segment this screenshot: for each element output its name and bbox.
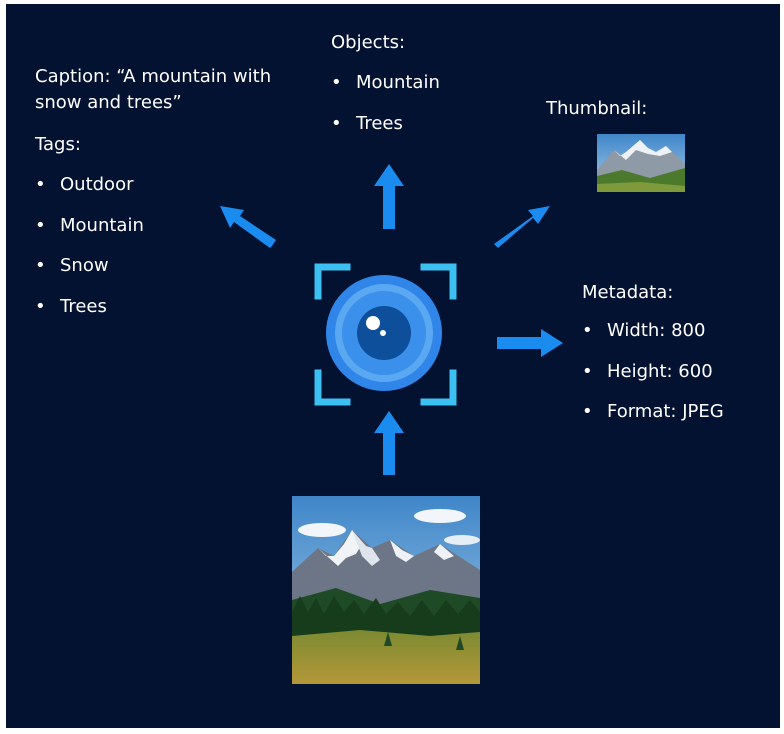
arrow-icon-up	[374, 164, 404, 229]
tags-heading: Tags:	[35, 132, 81, 158]
eye-lens-icon	[326, 275, 442, 391]
tags-list: •Outdoor •Mountain •Snow •Trees	[35, 172, 144, 334]
arrow-icon-right	[497, 329, 563, 357]
list-item: •Height: 600	[582, 359, 724, 400]
metadata-format: Format: JPEG	[607, 401, 724, 422]
tag-label: Snow	[60, 255, 109, 276]
mountain-photo-icon	[292, 496, 480, 684]
caption-text: Caption: “A mountain with snow and trees…	[35, 64, 275, 116]
object-label: Mountain	[356, 72, 440, 93]
thumbnail-heading: Thumbnail:	[546, 96, 647, 122]
metadata-width: Width: 800	[607, 320, 705, 341]
list-item: •Mountain	[331, 70, 440, 111]
arrow-icon-upper-right	[494, 206, 550, 248]
object-label: Trees	[356, 113, 403, 134]
metadata-heading: Metadata:	[582, 280, 673, 306]
tag-label: Outdoor	[60, 174, 134, 195]
list-item: •Trees	[331, 111, 440, 152]
tag-label: Trees	[60, 296, 107, 317]
metadata-list: •Width: 800 •Height: 600 •Format: JPEG	[582, 318, 724, 440]
objects-list: •Mountain •Trees	[331, 70, 440, 151]
thumbnail-image	[597, 134, 685, 192]
tag-label: Mountain	[60, 215, 144, 236]
list-item: •Width: 800	[582, 318, 724, 359]
list-item: •Outdoor	[35, 172, 144, 213]
arrow-icon-up-from-image	[374, 411, 404, 475]
arrow-icon-upper-left	[220, 206, 276, 248]
list-item: •Format: JPEG	[582, 399, 724, 440]
list-item: •Mountain	[35, 213, 144, 254]
objects-heading: Objects:	[331, 30, 405, 56]
list-item: •Snow	[35, 253, 144, 294]
metadata-height: Height: 600	[607, 361, 713, 382]
list-item: •Trees	[35, 294, 144, 335]
